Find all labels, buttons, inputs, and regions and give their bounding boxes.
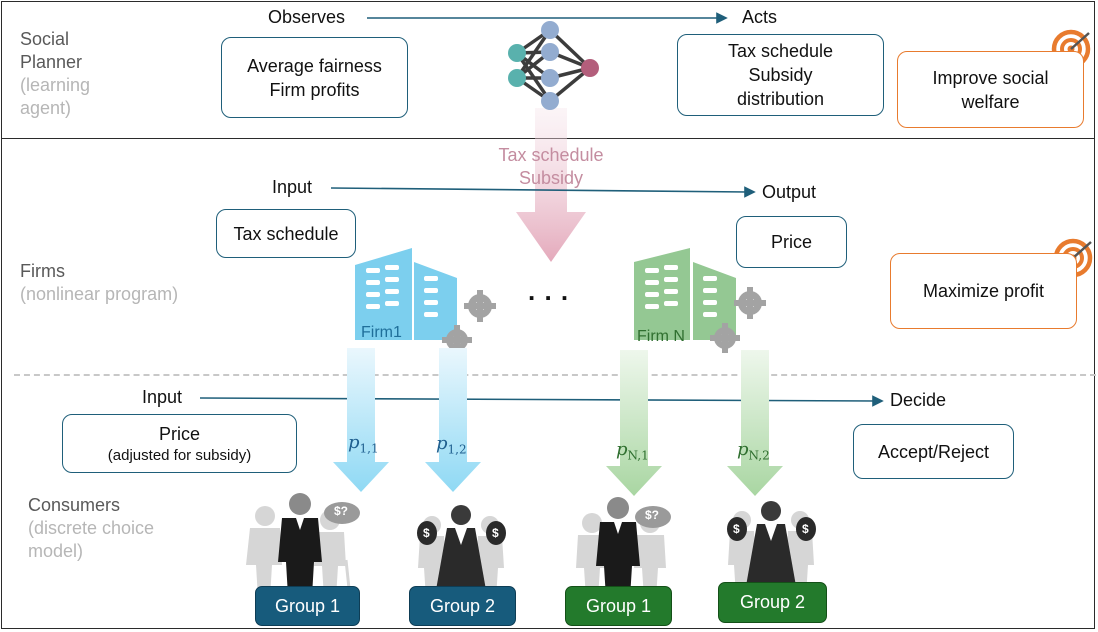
group-label: Group 2 [739,592,806,612]
price-arrow-n-2 [727,350,783,496]
observation-box: Average fairness Firm profits [221,37,408,118]
firm-1-label: Firm1 [361,324,402,341]
consumers-input-note: (adjusted for subsidy) [107,446,252,464]
action-line-2: Subsidy [748,65,813,85]
consumers-decide-label: Decide [890,390,947,410]
policy-signal-line-2: Subsidy [518,168,584,188]
price-arrow-n-1 [606,350,662,496]
firms-section-label: Firms (nonlinear program) [20,260,178,306]
neural-network-icon [515,28,592,103]
group-label: Group 1 [585,595,652,616]
group-label: Group 1 [274,595,341,616]
gear-icon-firm-1 [442,290,496,355]
firms-consumers-divider [14,374,1096,376]
consumer-crowd-icon-2 [417,505,506,598]
policy-signal-text: Tax schedule Subsidy [470,144,632,190]
decision-box: Accept/Reject [853,424,1014,479]
firms-ellipsis: . . . [528,276,570,306]
planner-section-label: Social Planner (learning agent) [20,28,90,120]
firms-input-label: Input [272,177,313,197]
firms-subtitle: (nonlinear program) [20,284,179,304]
group-badge-firmn-group2: Group 2 [718,582,827,623]
consumers-input-main: Price [158,423,200,444]
firms-title: Firms [20,261,65,281]
planner-goal-line-2: welfare [961,91,1020,112]
price-arrow-1-2 [425,348,481,492]
price-arrow-1-1 [333,348,389,492]
decision-text: Accept/Reject [877,441,990,462]
question-bubble-text-2: $? [645,508,660,522]
firms-input-text: Tax schedule [233,223,339,244]
group-badge-firmn-group1: Group 1 [565,586,672,626]
action-line-3: distribution [736,89,825,109]
policy-signal-line-1: Tax schedule [498,145,604,165]
action-box: Tax schedule Subsidy distribution [677,34,884,116]
question-bubble-icon-1 [324,502,360,524]
group-label: Group 2 [429,595,496,616]
gear-icon-firm-n [710,287,766,353]
planner-subtitle-line-1: (learning [20,75,91,95]
acts-label: Acts [742,7,778,27]
price-label-1-1: p1,1 [348,432,379,456]
observation-line-1: Average fairness [247,55,382,76]
price-label-n-2: pN,2 [737,439,770,463]
price-label-1-2: p1,2 [436,433,467,457]
price-label-n-1: pN,1 [616,439,649,463]
neural-network-nodes [508,21,599,110]
firm-n-building-icon [634,248,736,340]
planner-title-line-2: Planner [20,52,83,72]
firms-goal-text: Maximize profit [922,281,1045,301]
group-badge-firm1-group1: Group 1 [255,586,360,626]
planner-goal-box: Improve social welfare [897,51,1084,128]
money-bag-icon-1a: $ [423,526,430,540]
group-badge-firm1-group2: Group 2 [409,586,516,626]
firms-output-label: Output [762,182,817,202]
consumers-input-box: Price (adjusted for subsidy) [62,414,297,473]
firms-goal-box: Maximize profit [890,253,1077,329]
planner-subtitle-line-2: agent) [20,98,72,118]
policy-arrow [516,108,586,262]
planner-title-line-1: Social [20,29,70,49]
consumers-input-label: Input [142,387,183,407]
money-bag-icon-2b: $ [802,522,809,536]
consumers-subtitle-line-2: model) [28,541,84,561]
firm-1-building-icon [355,248,457,340]
consumer-crowd-icon-3 [576,497,666,598]
money-bag-icon-2a: $ [733,522,740,536]
firms-output-box: Price [736,216,847,268]
firm-n-label: Firm N [637,328,685,345]
question-bubble-text-1: $? [334,504,349,518]
money-bag-icon-1b: $ [492,526,499,540]
consumers-title: Consumers [28,495,121,515]
firms-input-box: Tax schedule [216,209,356,258]
observes-label: Observes [268,7,346,27]
consumer-crowd-icon-4 [727,501,816,596]
observation-line-2: Firm profits [269,79,360,100]
firms-output-text: Price [770,232,812,252]
action-line-1: Tax schedule [727,41,834,61]
consumers-subtitle-line-1: (discrete choice [28,518,155,538]
consumers-section-label: Consumers (discrete choice model) [28,494,154,563]
planner-goal-line-1: Improve social [932,67,1049,88]
question-bubble-icon-2 [635,506,671,528]
